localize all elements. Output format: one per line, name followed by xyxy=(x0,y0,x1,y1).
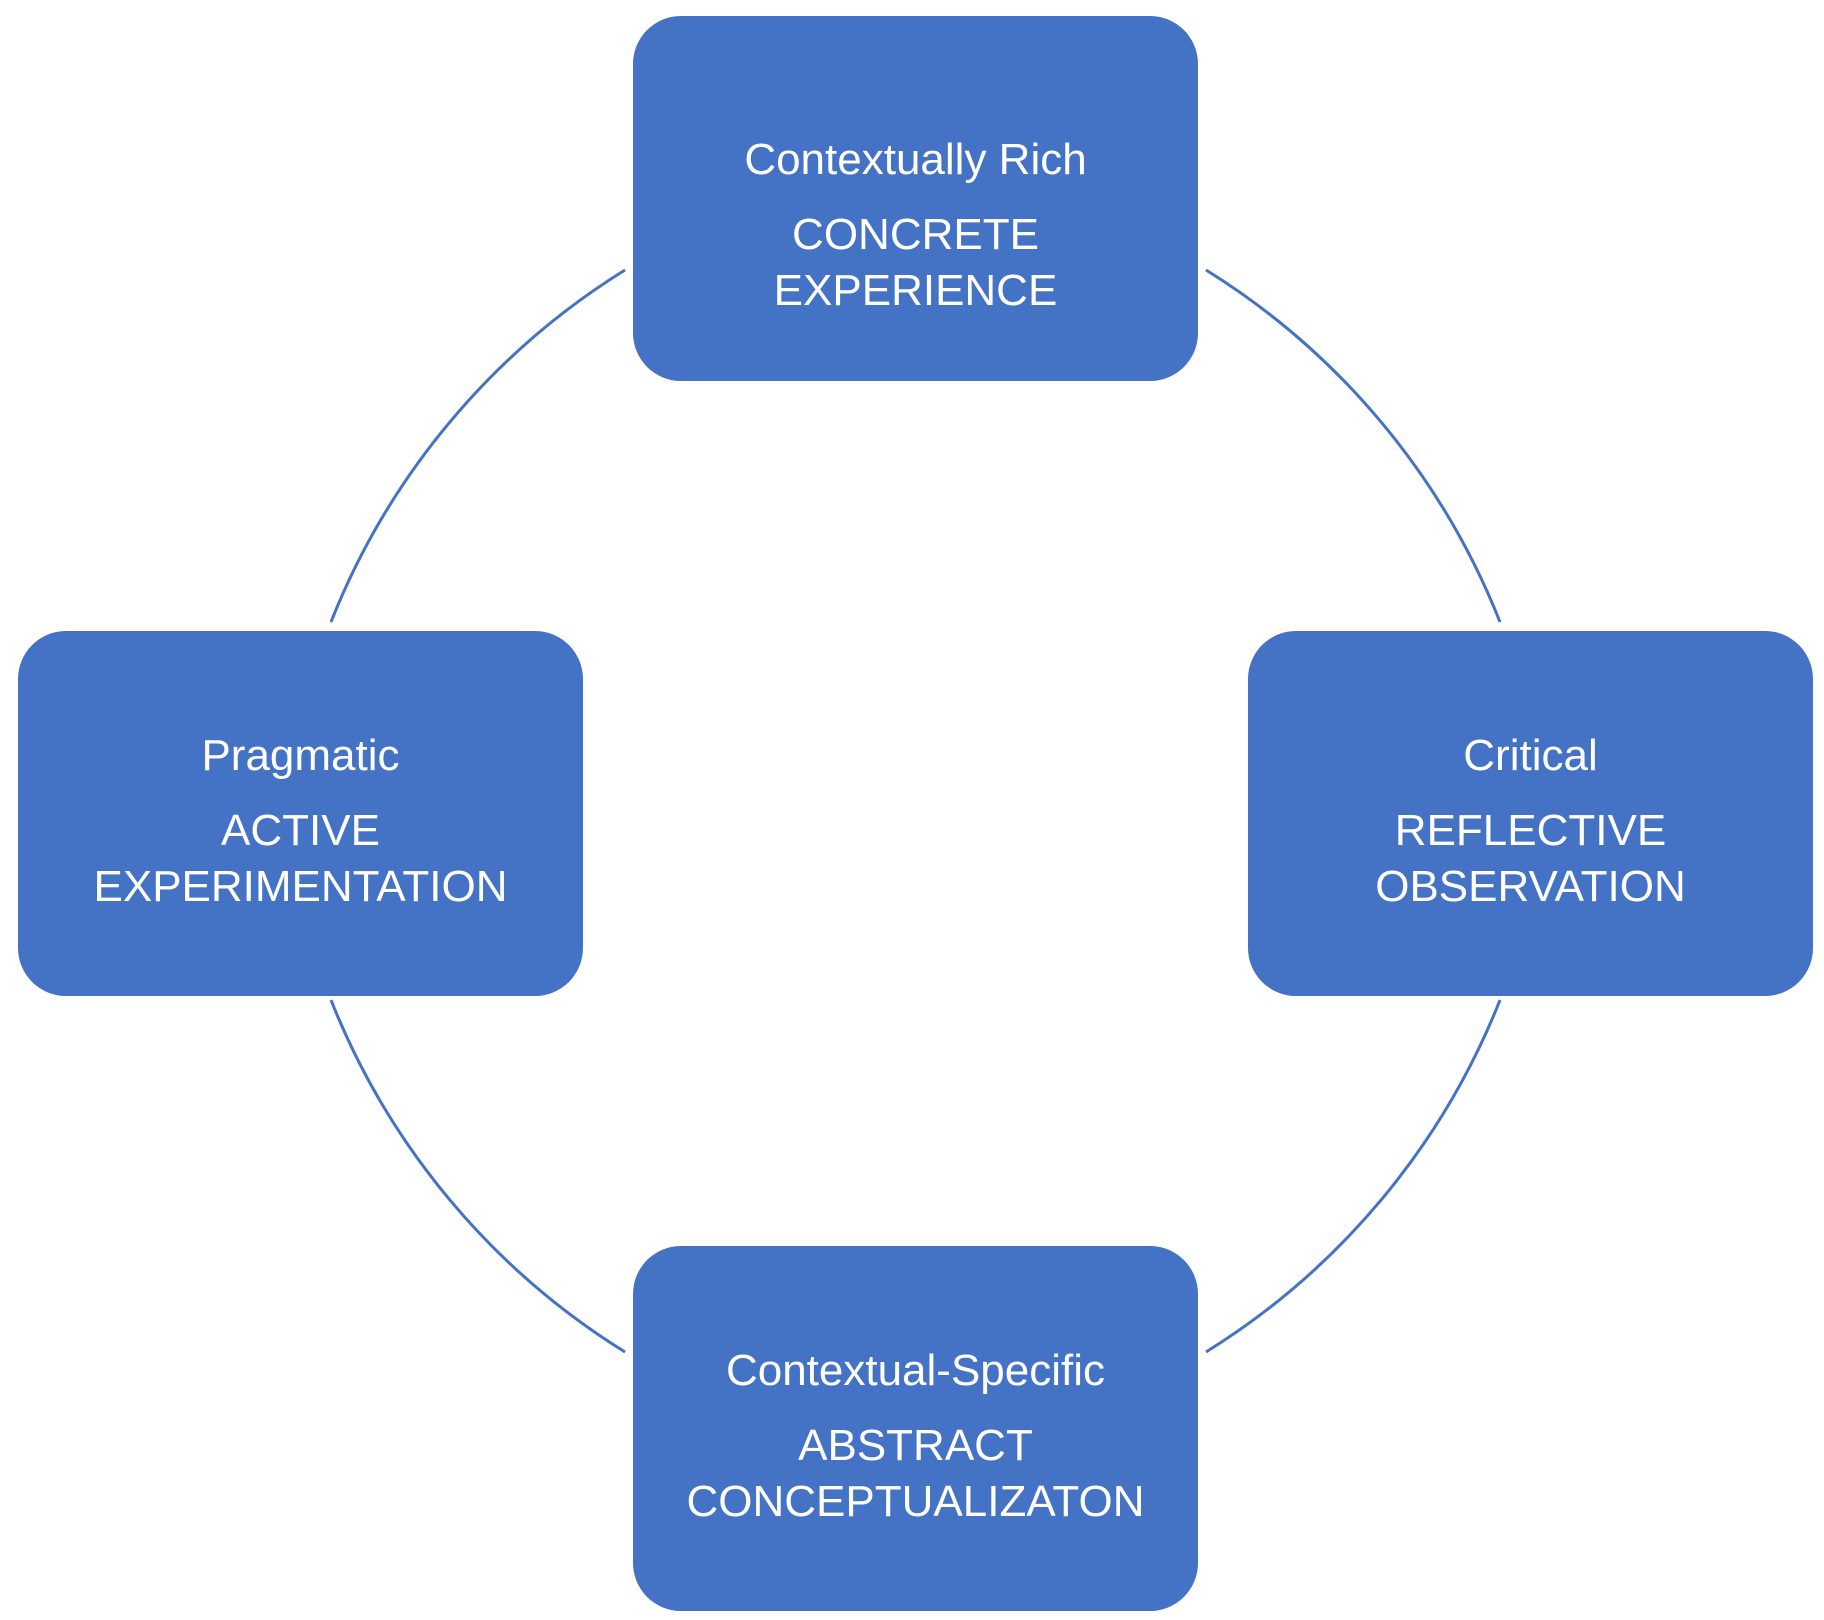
node-subtitle: Contextually Rich xyxy=(744,135,1087,184)
arc-left-to-top xyxy=(329,268,626,623)
node-title: REFLECTIVE OBSERVATION xyxy=(1375,806,1686,911)
node-title: CONCRETE EXPERIENCE xyxy=(773,210,1058,315)
node-subtitle: Critical xyxy=(1463,731,1598,780)
node-reflective-observation: Critical REFLECTIVE OBSERVATION xyxy=(1248,631,1813,996)
arc-bottom-to-left xyxy=(329,999,626,1354)
arc-right-to-bottom xyxy=(1205,999,1502,1354)
node-active-experimentation: Pragmatic ACTIVE EXPERIMENTATION xyxy=(18,631,583,996)
node-subtitle: Contextual-Specific xyxy=(725,1346,1106,1395)
arc-top-to-right xyxy=(1205,268,1502,623)
node-title: ABSTRACT CONCEPTUALIZATON xyxy=(686,1421,1145,1526)
node-abstract-conceptualization: Contextual-Specific ABSTRACT CONCEPTUALI… xyxy=(633,1246,1198,1611)
node-subtitle: Pragmatic xyxy=(201,731,400,780)
node-concrete-experience: Contextually Rich CONCRETE EXPERIENCE xyxy=(633,16,1198,381)
node-title: ACTIVE EXPERIMENTATION xyxy=(93,806,508,911)
